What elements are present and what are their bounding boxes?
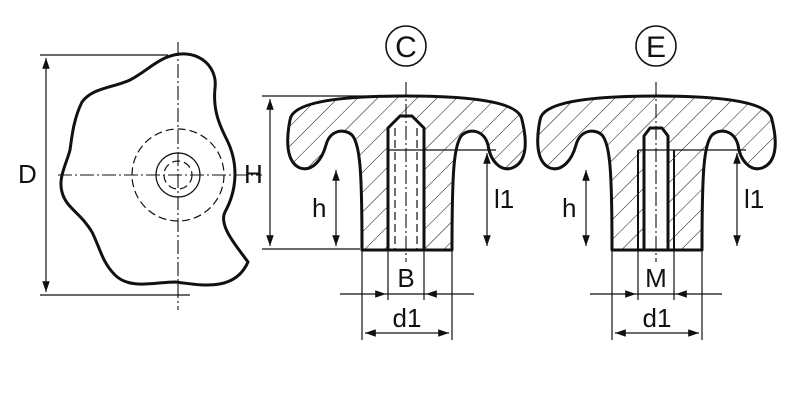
label-M: M	[645, 263, 667, 293]
label-h-E: h	[562, 193, 576, 223]
label-B: B	[397, 263, 414, 293]
label-l1-E: l1	[744, 184, 764, 214]
bore-circle	[163, 160, 193, 190]
section-view-E: E h l1 M d1	[536, 25, 777, 340]
variant-C-letter: C	[395, 31, 417, 64]
label-h-C: h	[312, 193, 326, 223]
label-d1-E: d1	[643, 303, 672, 333]
top-view: D	[18, 42, 262, 310]
hub-inner-circle	[155, 152, 201, 198]
section-view-C: C h l1 B d1	[262, 25, 527, 340]
label-d1-C: d1	[393, 303, 422, 333]
label-l1-C: l1	[494, 184, 514, 214]
label-H: H	[244, 159, 263, 189]
variant-E-letter: E	[646, 31, 666, 64]
label-D: D	[18, 159, 37, 189]
star-knob-outline	[59, 52, 250, 287]
variant-C-badge	[385, 25, 427, 67]
variant-E-badge	[635, 25, 677, 67]
hub-outer-circle	[131, 128, 225, 222]
